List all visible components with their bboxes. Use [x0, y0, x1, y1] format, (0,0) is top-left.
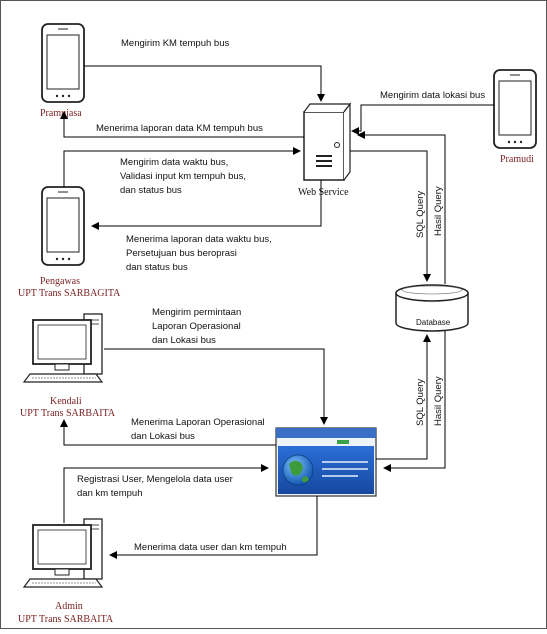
message-pengawas-receive-1: Menerima laporan data waktu bus,: [126, 234, 272, 245]
flow-sql-query-bottom: [376, 334, 431, 460]
flow-pengawas-receive: [91, 180, 322, 230]
actor-label-pramujasa: Pramujasa: [40, 108, 82, 119]
message-hasil-query-top: Hasil Query: [433, 186, 444, 236]
message-kendali-send-1: Mengirim permintaan: [152, 307, 241, 318]
message-kendali-send-3: dan Lokasi bus: [152, 335, 216, 346]
flow-kendali-receive: [60, 419, 276, 446]
actor-label-kendali-org: UPT Trans SARBAITA: [20, 408, 116, 419]
node-label-web-service: Web Service: [298, 187, 349, 198]
desktop-computer-icon: [22, 313, 104, 383]
desktop-computer-icon: [22, 518, 104, 588]
message-pengawas-send-1: Mengirim data waktu bus,: [120, 157, 228, 168]
flow-hasil-query-top: [357, 131, 446, 284]
message-sql-query-top: SQL Query: [415, 191, 426, 238]
message-pramujasa-send: Mengirim KM tempuh bus: [121, 38, 229, 49]
message-pramudi-send: Mengirim data lokasi bus: [380, 90, 485, 101]
database-cylinder-icon: [395, 284, 469, 332]
message-kendali-receive-2: dan Lokasi bus: [131, 431, 195, 442]
message-hasil-query-bottom: Hasil Query: [433, 376, 444, 426]
message-pengawas-send-3: dan status bus: [120, 185, 182, 196]
flow-pramujasa-send: [84, 65, 325, 102]
message-pengawas-send-2: Validasi input km tempuh bus,: [120, 171, 246, 182]
flow-kendali-send: [104, 348, 328, 425]
actor-label-pengawas: Pengawas: [40, 276, 80, 287]
message-admin-send-1: Registrasi User, Mengelola data user: [77, 474, 233, 485]
actor-label-kendali: Kendali: [50, 396, 82, 407]
flow-admin-receive: [109, 496, 318, 559]
flow-hasil-query-bottom: [383, 331, 446, 472]
message-pengawas-receive-3: dan status bus: [126, 262, 188, 273]
actor-label-admin-org: UPT Trans SARBAITA: [18, 614, 114, 625]
actor-label-admin: Admin: [55, 601, 83, 612]
web-application-globe-icon: [275, 427, 377, 497]
message-pengawas-receive-2: Persetujuan bus beroprasi: [126, 248, 237, 259]
smartphone-icon: [41, 23, 85, 103]
message-kendali-receive-1: Menerima Laporan Operasional: [131, 417, 265, 428]
flow-pramudi-send: [351, 104, 494, 135]
message-pramujasa-receive: Menerima laporan data KM tempuh bus: [96, 123, 263, 134]
server-icon: [303, 102, 352, 181]
smartphone-icon: [41, 186, 85, 266]
message-kendali-send-2: Laporan Operasional: [152, 321, 241, 332]
actor-label-pramudi: Pramudi: [500, 154, 534, 165]
message-admin-send-2: dan km tempuh: [77, 488, 142, 499]
flow-pengawas-send: [63, 147, 301, 187]
flow-admin-send: [63, 464, 269, 523]
node-label-database: Database: [416, 318, 451, 327]
smartphone-icon: [493, 69, 537, 149]
message-sql-query-bottom: SQL Query: [415, 379, 426, 426]
actor-label-pengawas-org: UPT Trans SARBAGITA: [18, 288, 121, 299]
message-admin-receive: Menerima data user dan km tempuh: [134, 542, 287, 553]
flow-pramujasa-receive: [60, 111, 304, 138]
flow-sql-query-top: [350, 150, 431, 282]
